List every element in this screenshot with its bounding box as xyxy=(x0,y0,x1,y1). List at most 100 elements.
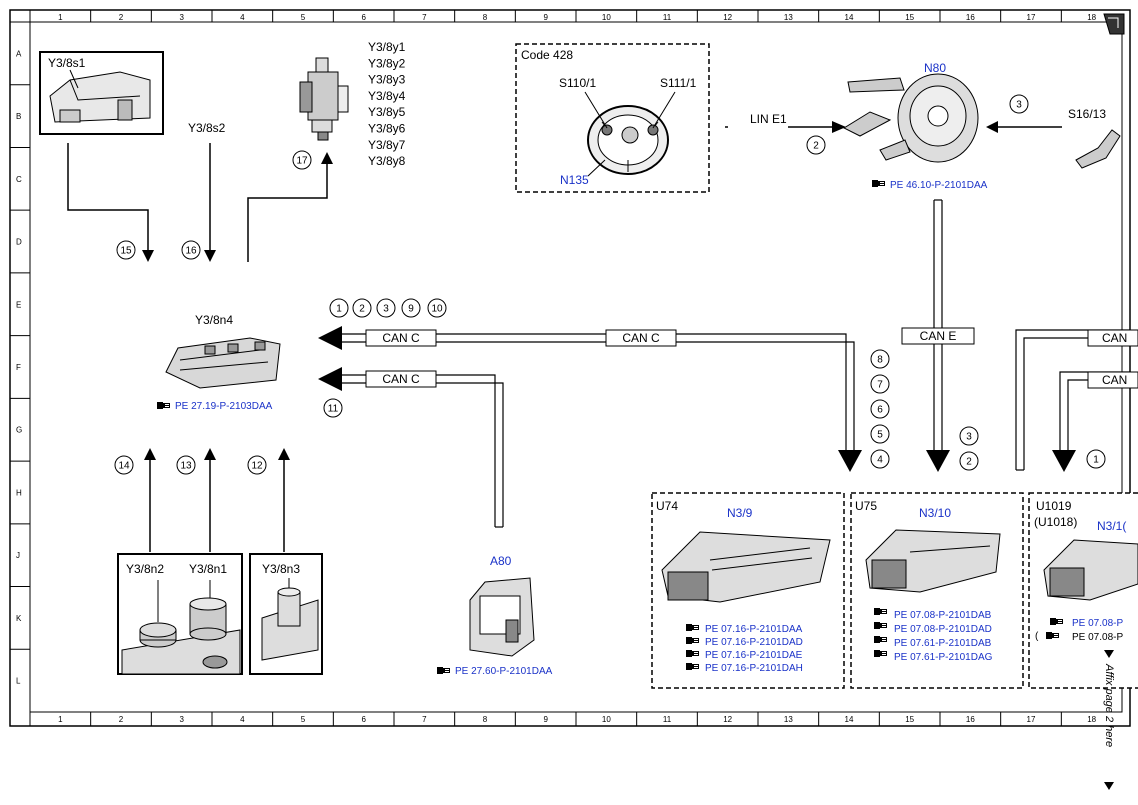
callout-circle xyxy=(959,426,979,446)
grid-column-label: 5 xyxy=(301,13,306,22)
ref-u1019-paren: ( xyxy=(1035,631,1039,642)
grid-column-label: 2 xyxy=(119,13,124,22)
label-valve: Y3/8y5 xyxy=(368,105,406,119)
component-y3-8s1: Y3/8s1 xyxy=(39,51,164,135)
callout-number: 6 xyxy=(877,405,883,416)
label-y3-8n4: Y3/8n4 xyxy=(195,313,233,327)
callout-circle xyxy=(806,135,826,155)
book-icon xyxy=(874,608,887,615)
svg-text:U74: U74 xyxy=(656,499,678,513)
grid-column-label: 10 xyxy=(602,715,611,724)
component-code-428: Code 428 S110/1 S111/1 N135 xyxy=(515,43,710,193)
callout-number: 13 xyxy=(180,461,192,472)
callout-number: 3 xyxy=(966,432,972,443)
callout-circle xyxy=(870,349,890,369)
valve-label-list: Y3/8y1Y3/8y2Y3/8y3Y3/8y4Y3/8y5Y3/8y6Y3/8… xyxy=(368,40,406,168)
callout-number: 8 xyxy=(877,355,883,366)
callout-number: 2 xyxy=(813,141,819,152)
ref-link-u75[interactable]: PE 07.61-P-2101DAG xyxy=(894,652,993,663)
component-u74: U74 N3/9 xyxy=(651,492,845,689)
ref-u1019-1[interactable]: PE 07.08-P xyxy=(1072,618,1123,629)
svg-text:N3/1(: N3/1( xyxy=(1097,519,1126,533)
grid-column-label: 10 xyxy=(602,13,611,22)
ref-link-u74[interactable]: PE 07.16-P-2101DAE xyxy=(705,650,803,661)
book-icon xyxy=(686,663,699,670)
callout-circle xyxy=(870,449,890,469)
ref-link-u75[interactable]: PE 07.08-P-2101DAB xyxy=(894,610,992,621)
svg-text:(U1018): (U1018) xyxy=(1034,515,1077,529)
grid-row-label: G xyxy=(16,426,22,435)
book-icon xyxy=(1050,618,1063,625)
label-valve: Y3/8y3 xyxy=(368,73,406,87)
svg-text:S111/1: S111/1 xyxy=(660,76,697,90)
book-icon xyxy=(686,650,699,657)
svg-text:Y3/8s1: Y3/8s1 xyxy=(48,56,86,70)
side-note: Affix page 2 here xyxy=(1103,650,1115,790)
grid-column-label: 13 xyxy=(784,715,793,724)
bus-label-can-c-3: CAN C xyxy=(382,372,420,386)
svg-text:PE 27.60-P-2101DAA[interactable]: PE 27.60-P-2101DAA xyxy=(455,666,553,677)
grid-column-label: 14 xyxy=(845,715,854,724)
ref-link-u75[interactable]: PE 07.08-P-2101DAD xyxy=(894,624,992,635)
grid-column-label: 12 xyxy=(723,715,732,724)
ref-y3-8n4[interactable]: PE 27.19-P-2103DAA xyxy=(157,401,273,412)
bus-label-can-right-1: CAN xyxy=(1102,331,1127,345)
callout-number: 15 xyxy=(120,246,132,257)
grid-column-label: 17 xyxy=(1027,13,1036,22)
grid-column-label: 11 xyxy=(663,715,672,724)
component-s16-13-image xyxy=(1075,129,1121,169)
component-u1019: U1019 (U1018) N3/1( xyxy=(1028,492,1138,689)
ref-link-u75[interactable]: PE 07.61-P-2101DAB xyxy=(894,638,992,649)
component-a80-image xyxy=(469,577,535,657)
ref-link-u74[interactable]: PE 07.16-P-2101DAA xyxy=(705,624,803,635)
grid-row-label: L xyxy=(16,677,21,686)
label-valve: Y3/8y8 xyxy=(368,154,406,168)
svg-text:PE 46.10-P-2101DAA[interactable]: PE 46.10-P-2101DAA xyxy=(890,180,988,191)
label-y3-8s2: Y3/8s2 xyxy=(188,121,226,135)
callout-circle xyxy=(114,455,134,475)
grid-column-label: 5 xyxy=(301,715,306,724)
callout-number: 1 xyxy=(336,304,342,315)
callout-number: 2 xyxy=(966,457,972,468)
grid-column-label: 17 xyxy=(1027,715,1036,724)
grid-column-label: 7 xyxy=(422,715,427,724)
book-icon xyxy=(872,180,885,187)
callout-circle xyxy=(1086,449,1106,469)
callout-circle xyxy=(427,298,447,318)
svg-text:Y3/8n1: Y3/8n1 xyxy=(189,562,227,576)
ref-u1019-2[interactable]: PE 07.08-P xyxy=(1072,632,1123,643)
label-valve: Y3/8y7 xyxy=(368,138,406,152)
bus-label-lin-e1: LIN E1 xyxy=(750,112,787,126)
grid-column-label: 4 xyxy=(240,13,245,22)
corner-icon xyxy=(1103,13,1125,35)
bus-label-boxes xyxy=(365,120,1138,389)
grid-row-label: E xyxy=(16,300,21,309)
ref-link-u74[interactable]: PE 07.16-P-2101DAD xyxy=(705,637,803,648)
grid-row-label: B xyxy=(16,112,21,121)
ref-link-u74[interactable]: PE 07.16-P-2101DAH xyxy=(705,663,803,674)
grid-column-label: 8 xyxy=(483,13,488,22)
grid-row-label: D xyxy=(16,238,22,247)
label-n80: N80 xyxy=(924,61,946,75)
grid-column-label: 9 xyxy=(543,715,548,724)
component-y3-8n2-n1: Y3/8n2 Y3/8n1 xyxy=(117,553,243,675)
grid-column-label: 16 xyxy=(966,13,975,22)
book-icon xyxy=(874,636,887,643)
grid-column-label: 9 xyxy=(543,13,548,22)
grid-row-label: H xyxy=(16,488,22,497)
bus-lines xyxy=(342,199,1130,528)
callout-circle xyxy=(870,374,890,394)
callout-number: 10 xyxy=(431,304,443,315)
label-a80: A80 xyxy=(490,554,512,568)
callout-number: 7 xyxy=(877,380,883,391)
callout-circle xyxy=(959,451,979,471)
svg-text:PE 27.19-P-2103DAA[interactable]: PE 27.19-P-2103DAA xyxy=(175,401,273,412)
bus-label-can-c-2: CAN C xyxy=(622,331,660,345)
callout-circle xyxy=(176,455,196,475)
ref-a80[interactable]: PE 27.60-P-2101DAA xyxy=(437,666,553,677)
bus-label-can-c-1: CAN C xyxy=(382,331,420,345)
ref-n80[interactable]: PE 46.10-P-2101DAA xyxy=(872,180,988,191)
label-valve: Y3/8y4 xyxy=(368,89,406,103)
